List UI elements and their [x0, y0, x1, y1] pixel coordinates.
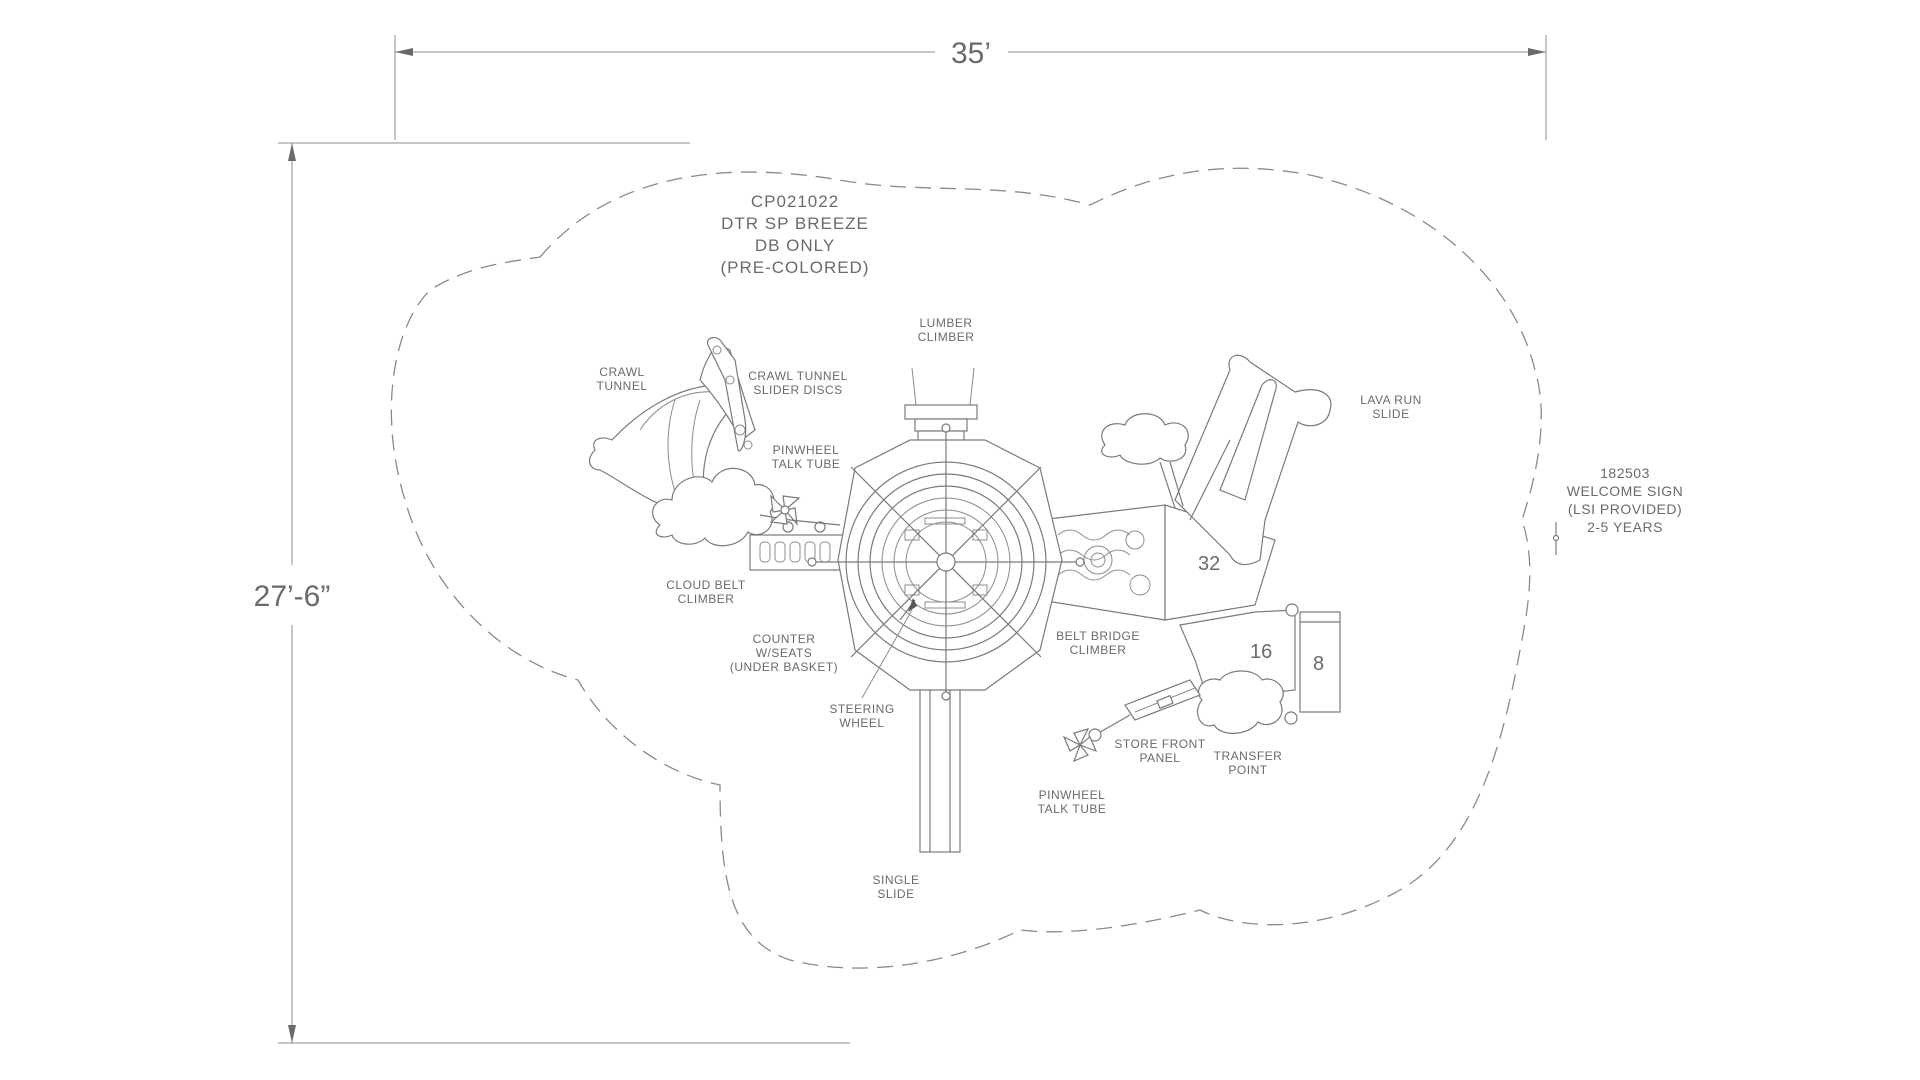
- leader-lines: [861, 609, 913, 699]
- label-pinwheel-left-1: PINWHEEL: [773, 443, 840, 457]
- label-slider-discs-2: SLIDER DISCS: [753, 383, 842, 397]
- transfer-point: [1197, 603, 1299, 734]
- label-transfer-1: TRANSFER: [1214, 749, 1283, 763]
- label-transfer-2: POINT: [1228, 763, 1267, 777]
- sign-note: (LSI PROVIDED): [1568, 501, 1682, 517]
- label-lumber-climber-2: CLIMBER: [918, 330, 975, 344]
- sign-age: 2-5 YEARS: [1587, 519, 1663, 535]
- label-slider-discs-1: CRAWL TUNNEL: [748, 369, 848, 383]
- label-counter-3: (UNDER BASKET): [730, 660, 838, 674]
- label-store-front-2: PANEL: [1140, 751, 1181, 765]
- depth-dimension: 27’-6”: [254, 142, 850, 1044]
- step-8: 8: [1299, 611, 1341, 713]
- label-lumber-climber-1: LUMBER: [919, 316, 972, 330]
- label-lava-run-1: LAVA RUN: [1360, 393, 1422, 407]
- product-name: DTR SP BREEZE: [721, 214, 869, 233]
- depth-dimension-label: 27’-6”: [254, 580, 331, 613]
- pinwheel-talk-tube-left: [769, 494, 841, 526]
- label-crawl-tunnel-2: TUNNEL: [596, 379, 647, 393]
- crawl-tunnel-slider-discs: [706, 336, 753, 452]
- deck-32-height: 32: [1198, 553, 1220, 575]
- label-belt-bridge-2: CLIMBER: [1070, 643, 1127, 657]
- label-pinwheel-left-2: TALK TUBE: [772, 457, 841, 471]
- product-code: CP021022: [751, 192, 839, 211]
- label-pinwheel-right-2: TALK TUBE: [1038, 802, 1107, 816]
- step-8-height: 8: [1313, 653, 1324, 675]
- deck-16: 16: [1179, 609, 1296, 701]
- cloud-belt-climber: [749, 521, 846, 571]
- welcome-sign-block: 182503 WELCOME SIGN (LSI PROVIDED) 2-5 Y…: [1552, 465, 1683, 555]
- width-dimension: 35’: [394, 35, 1547, 140]
- label-crawl-tunnel-1: CRAWL: [599, 365, 644, 379]
- sign-code: 182503: [1600, 465, 1650, 481]
- label-store-front-1: STORE FRONT: [1114, 737, 1205, 751]
- label-single-slide-2: SLIDE: [877, 887, 914, 901]
- width-dimension-label: 35’: [951, 37, 991, 70]
- label-pinwheel-right-1: PINWHEEL: [1039, 788, 1106, 802]
- pinwheel-talk-tube-right: [1062, 714, 1131, 763]
- lava-run-slide: [1174, 354, 1332, 566]
- label-steering-1: STEERING: [829, 702, 894, 716]
- use-zone-boundary: [390, 167, 1542, 969]
- label-cloud-belt-1: CLOUD BELT: [666, 578, 746, 592]
- label-single-slide-1: SINGLE: [872, 873, 919, 887]
- cloud-panel-upper: [1101, 413, 1189, 509]
- store-front-panel: [1124, 679, 1201, 721]
- product-color-note: (PRE-COLORED): [720, 258, 869, 277]
- cloud-panel-left: [652, 467, 791, 547]
- label-lava-run-2: SLIDE: [1372, 407, 1409, 421]
- label-counter-1: COUNTER: [753, 632, 816, 646]
- steering-wheel: [807, 423, 1085, 701]
- product-title-block: CP021022 DTR SP BREEZE DB ONLY (PRE-COLO…: [720, 192, 869, 277]
- sign-name: WELCOME SIGN: [1567, 483, 1683, 499]
- product-option: DB ONLY: [755, 236, 835, 255]
- label-cloud-belt-2: CLIMBER: [678, 592, 735, 606]
- component-labels: LUMBER CLIMBER CRAWL TUNNEL CRAWL TUNNEL…: [596, 316, 1421, 901]
- deck-16-height: 16: [1250, 641, 1272, 663]
- lumber-climber: [904, 367, 978, 444]
- label-steering-2: WHEEL: [839, 716, 884, 730]
- label-counter-2: W/SEATS: [756, 646, 813, 660]
- label-belt-bridge-1: BELT BRIDGE: [1056, 629, 1140, 643]
